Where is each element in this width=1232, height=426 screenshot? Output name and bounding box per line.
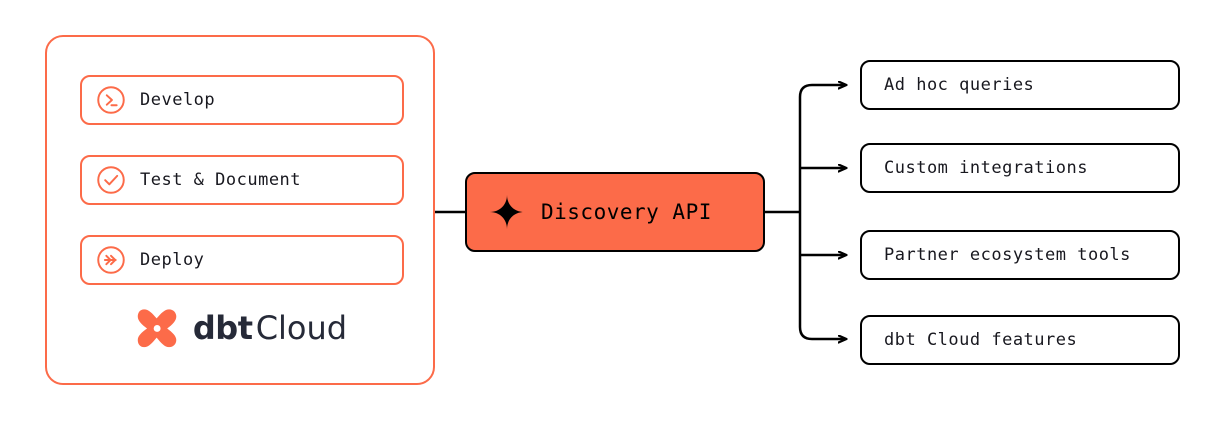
- consumer-label-dbt-cloud-features: dbt Cloud features: [884, 330, 1078, 350]
- stage-item-develop[interactable]: Develop: [80, 75, 404, 125]
- consumer-label-custom-integrations: Custom integrations: [884, 158, 1088, 178]
- terminal-prompt-icon: [97, 86, 125, 114]
- consumer-box-dbt-cloud-features[interactable]: dbt Cloud features: [860, 315, 1180, 365]
- consumer-box-partner-ecosystem-tools[interactable]: Partner ecosystem tools: [860, 230, 1180, 280]
- stage-label-test-and-document: Test & Document: [140, 170, 302, 190]
- stage-item-deploy[interactable]: Deploy: [80, 235, 404, 285]
- discovery-api-node[interactable]: Discovery API: [465, 172, 765, 252]
- stage-label-deploy: Deploy: [140, 250, 205, 270]
- dbt-cloud-panel: Develop Test & Document Deploy: [45, 35, 435, 385]
- dbt-x-logo-icon: [137, 309, 177, 348]
- stage-label-develop: Develop: [140, 90, 216, 110]
- sparkle-star-icon: [489, 194, 525, 230]
- consumer-box-custom-integrations[interactable]: Custom integrations: [860, 143, 1180, 193]
- double-chevron-right-icon: [97, 246, 125, 274]
- consumer-label-ad-hoc-queries: Ad hoc queries: [884, 75, 1035, 95]
- check-circle-icon: [97, 166, 125, 194]
- stage-item-test-and-document[interactable]: Test & Document: [80, 155, 404, 205]
- dbt-wordmark-dbt: dbt: [192, 309, 253, 347]
- consumer-box-ad-hoc-queries[interactable]: Ad hoc queries: [860, 60, 1180, 110]
- dbt-cloud-wordmark: dbt Cloud: [193, 312, 347, 344]
- dbt-wordmark-cloud: Cloud: [255, 309, 348, 347]
- dbt-cloud-logo: dbt Cloud: [47, 305, 437, 351]
- consumer-label-partner-ecosystem-tools: Partner ecosystem tools: [884, 245, 1131, 265]
- discovery-api-label: Discovery API: [541, 200, 712, 224]
